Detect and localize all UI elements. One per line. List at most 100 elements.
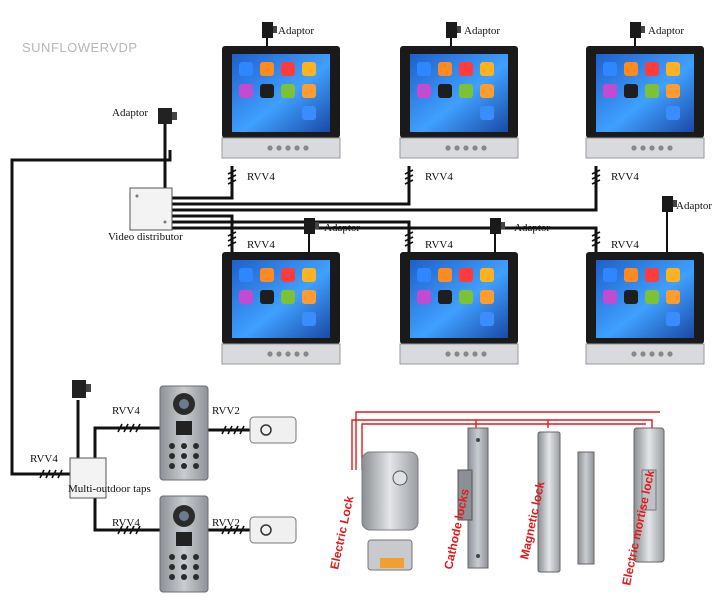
monitor-adaptor [630, 22, 641, 38]
rvv4-label-outdoor-top: RVV4 [112, 405, 140, 417]
clock-icon [645, 62, 659, 76]
monitor-adaptor [304, 218, 315, 234]
flower-icon [645, 290, 659, 304]
folder-icon [603, 268, 617, 282]
monitor-button [667, 145, 673, 151]
indoor-monitor [221, 218, 341, 365]
rvv4-label-outdoor-bottom: RVV4 [112, 517, 140, 529]
monitor-button [285, 145, 291, 151]
magnetic-lock [537, 431, 595, 573]
brightness-icon [260, 84, 274, 98]
folder-icon [239, 268, 253, 282]
mortise-lock [633, 427, 665, 563]
adaptor-label-monitor-2: Adaptor [464, 25, 500, 37]
clock-icon [281, 268, 295, 282]
gear-icon [438, 268, 452, 282]
monitor-button [303, 145, 309, 151]
lock-wires [351, 411, 660, 470]
monitor-button [640, 145, 646, 151]
rvv4-label-bottom-2: RVV4 [425, 239, 453, 251]
monitor-button [658, 145, 664, 151]
folder-icon [603, 62, 617, 76]
lock-label-cathode: Cathode locks [441, 487, 472, 570]
monitor-button [667, 351, 673, 357]
music-icon [480, 84, 494, 98]
monitor-button [445, 145, 451, 151]
monitor-button [472, 351, 478, 357]
palette-icon [239, 290, 253, 304]
brightness-icon [260, 290, 274, 304]
music-icon [666, 290, 680, 304]
clock-icon [459, 62, 473, 76]
monitor-button [267, 351, 273, 357]
monitor-button [463, 145, 469, 151]
monitor-adaptor [490, 218, 501, 234]
monitor-button [294, 351, 300, 357]
gear-icon [624, 62, 638, 76]
monitor-button [472, 145, 478, 151]
music-icon [480, 290, 494, 304]
rvv4-label-bus: RVV4 [30, 453, 58, 465]
palette-icon [417, 84, 431, 98]
back-icon [480, 312, 494, 326]
monitor-button [649, 351, 655, 357]
music-icon [666, 84, 680, 98]
rvv4-label-top-2: RVV4 [425, 171, 453, 183]
video-distributor-label: Video distributor [108, 231, 183, 243]
monitor-button [454, 145, 460, 151]
music-icon [302, 84, 316, 98]
flower-icon [281, 84, 295, 98]
monitor-button [454, 351, 460, 357]
multi-outdoor-taps-box [69, 457, 107, 499]
monitor-button [481, 145, 487, 151]
palette-icon [603, 84, 617, 98]
calendar-icon [480, 268, 494, 282]
cathode-lock [457, 427, 489, 569]
adaptor-label-distributor: Adaptor [112, 107, 148, 119]
flower-icon [281, 290, 295, 304]
rvv2-label-bottom: RVV2 [212, 517, 240, 529]
adaptor-label-monitor-5: Adaptor [514, 222, 550, 234]
rvv2-label-top: RVV2 [212, 405, 240, 417]
monitor-button [276, 351, 282, 357]
monitor-button [285, 351, 291, 357]
rvv4-label-top-3: RVV4 [611, 171, 639, 183]
brightness-icon [438, 290, 452, 304]
monitor-button [640, 351, 646, 357]
monitor-adaptor [662, 196, 673, 212]
indoor-monitor [585, 196, 705, 365]
monitor-button [658, 351, 664, 357]
music-icon [302, 290, 316, 304]
gear-icon [438, 62, 452, 76]
monitor-adaptor [446, 22, 457, 38]
monitor-button [303, 351, 309, 357]
back-icon [666, 106, 680, 120]
watermark-text: SUNFLOWERVDP [22, 40, 138, 55]
rvv4-label-bottom-1: RVV4 [247, 239, 275, 251]
indoor-monitor [399, 218, 519, 365]
rvv4-label-bottom-3: RVV4 [611, 239, 639, 251]
indoor-monitor [585, 22, 705, 159]
adaptor-plug [641, 26, 645, 33]
small-lock-top [249, 416, 297, 444]
calendar-icon [480, 62, 494, 76]
outdoor-panel-bottom [159, 495, 209, 593]
gear-icon [260, 62, 274, 76]
adaptor-label-monitor-3: Adaptor [648, 25, 684, 37]
calendar-icon [302, 268, 316, 282]
brightness-icon [624, 290, 638, 304]
indoor-monitor [399, 22, 519, 159]
brightness-icon [624, 84, 638, 98]
monitor-button [631, 351, 637, 357]
adaptor-plug [315, 222, 319, 229]
clock-icon [281, 62, 295, 76]
flower-icon [459, 84, 473, 98]
flower-icon [459, 290, 473, 304]
outdoor-adaptor [72, 380, 91, 398]
clock-icon [459, 268, 473, 282]
back-icon [666, 312, 680, 326]
adaptor-label-monitor-4: Adaptor [324, 222, 360, 234]
monitor-button [649, 145, 655, 151]
